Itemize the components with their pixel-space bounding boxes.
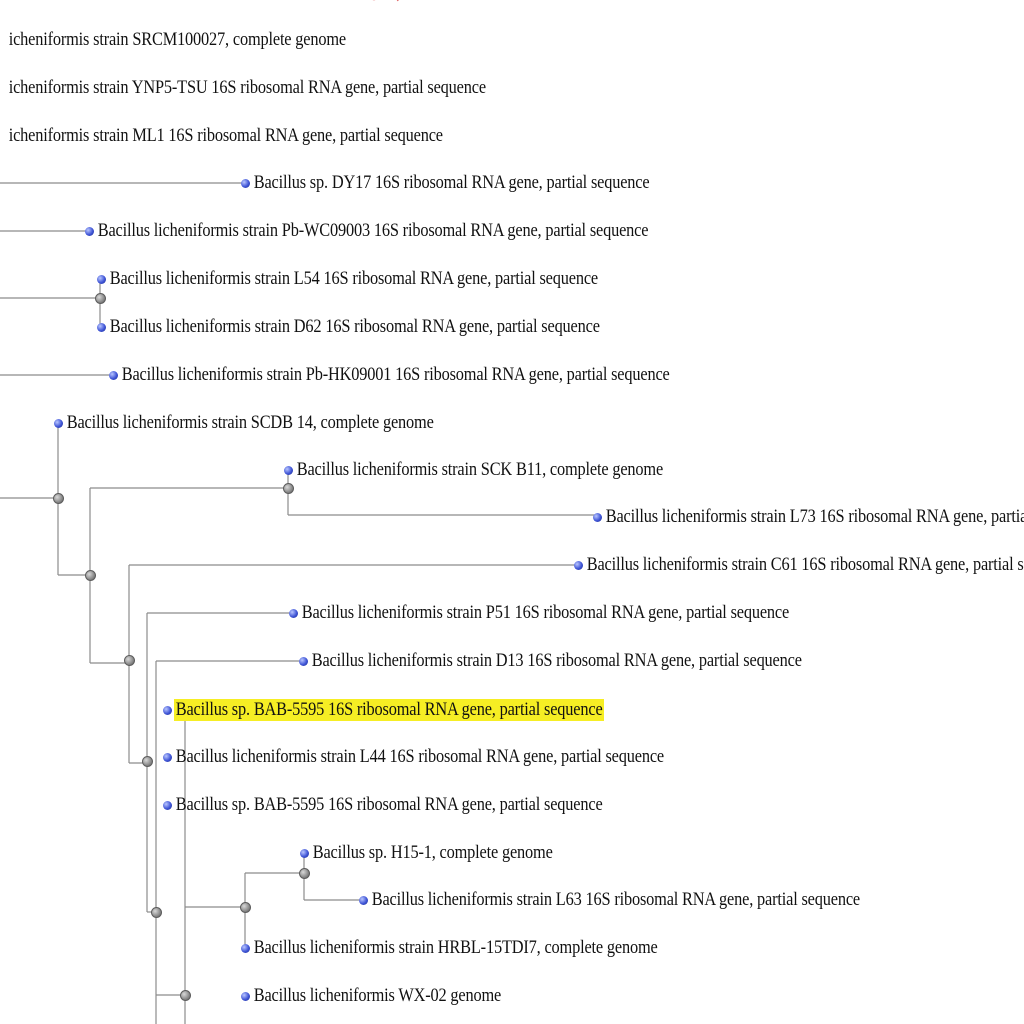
leaf-label[interactable]: Bacillus licheniformis strain L63 16S ri… (371, 889, 860, 910)
leaf-label[interactable]: Bacillus licheniformis strain L44 16S ri… (175, 746, 664, 767)
tree-node[interactable] (180, 990, 191, 1001)
tree-leaf[interactable]: Bacillus licheniformis strain Pb-HK09001… (109, 362, 761, 388)
leaf-node-icon[interactable] (163, 752, 172, 762)
leaf-node-icon[interactable] (241, 991, 250, 1001)
tree-leaf[interactable]: Bacillus sp. DY17 16S ribosomal RNA gene… (241, 170, 716, 196)
leaf-node-icon[interactable] (593, 512, 602, 522)
leaf-node-icon[interactable] (300, 848, 309, 858)
leaf-label[interactable]: Bacillus licheniformis strain L73 16S ri… (605, 506, 1024, 527)
leaf-label[interactable]: Bacillus licheniformis WX-02 genome (253, 985, 502, 1006)
tree-leaf[interactable]: Bacillus licheniformis strain D62 16S ri… (97, 314, 682, 340)
tree-leaf[interactable]: Bacillus licheniformis strain L63 16S ri… (359, 887, 942, 913)
leaf-label[interactable]: icheniformis strain YNP5-TSU 16S ribosom… (8, 77, 486, 98)
leaf-node-icon[interactable] (359, 895, 368, 905)
leaf-node-icon[interactable] (163, 705, 172, 715)
leaf-label[interactable]: Bacillus licheniformis strain C61 16S ri… (586, 554, 1024, 575)
leaf-node-icon[interactable] (284, 465, 293, 475)
cut-off-label-fragment (372, 0, 399, 2)
tree-node[interactable] (299, 868, 310, 879)
tree-leaf[interactable]: Bacillus licheniformis strain L44 16S ri… (163, 744, 746, 770)
leaf-label[interactable]: Bacillus licheniformis strain D62 16S ri… (109, 316, 600, 337)
leaf-label[interactable]: Bacillus licheniformis strain SCK B11, c… (296, 459, 664, 480)
leaf-label[interactable]: Bacillus licheniformis strain HRBL-15TDI… (253, 937, 658, 958)
leaf-label[interactable]: icheniformis strain SRCM100027, complete… (8, 29, 347, 50)
leaf-label[interactable]: Bacillus licheniformis strain Pb-WC09003… (97, 220, 649, 241)
tree-node[interactable] (283, 483, 294, 494)
tree-leaf[interactable]: icheniformis strain ML1 16S ribosomal RN… (0, 123, 516, 149)
leaf-node-icon[interactable] (574, 560, 583, 570)
tree-leaf[interactable]: Bacillus licheniformis strain Pb-WC09003… (85, 218, 740, 244)
tree-leaf[interactable]: Bacillus licheniformis strain SCK B11, c… (284, 457, 725, 483)
leaf-label[interactable]: Bacillus sp. DY17 16S ribosomal RNA gene… (253, 172, 650, 193)
tree-leaf[interactable]: Bacillus licheniformis strain L54 16S ri… (97, 266, 680, 292)
leaf-node-icon[interactable] (85, 226, 94, 236)
tree-leaf[interactable]: Bacillus licheniformis strain D13 16S ri… (299, 648, 884, 674)
leaf-label[interactable]: Bacillus sp. H15-1, complete genome (312, 842, 553, 863)
tree-leaf[interactable]: Bacillus licheniformis strain C61 16S ri… (574, 552, 1024, 578)
leaf-label[interactable]: Bacillus licheniformis strain SCDB 14, c… (66, 412, 434, 433)
leaf-label[interactable]: Bacillus sp. BAB-5595 16S ribosomal RNA … (174, 699, 605, 721)
tree-node[interactable] (151, 907, 162, 918)
leaf-label[interactable]: Bacillus licheniformis strain P51 16S ri… (301, 602, 790, 623)
leaf-node-icon[interactable] (97, 274, 106, 284)
leaf-node-icon[interactable] (241, 943, 250, 953)
leaf-label[interactable]: Bacillus licheniformis strain L54 16S ri… (109, 268, 598, 289)
tree-node[interactable] (240, 902, 251, 913)
leaf-node-icon[interactable] (109, 370, 118, 380)
tree-node[interactable] (53, 493, 64, 504)
tree-node[interactable] (124, 655, 135, 666)
tree-leaf[interactable]: Bacillus sp. H15-1, complete genome (300, 840, 594, 866)
leaf-label[interactable]: Bacillus licheniformis strain Pb-HK09001… (121, 364, 670, 385)
tree-node[interactable] (142, 756, 153, 767)
tree-node[interactable] (85, 570, 96, 581)
tree-node[interactable] (95, 293, 106, 304)
leaf-node-icon[interactable] (241, 178, 250, 188)
leaf-label[interactable]: Bacillus licheniformis strain D13 16S ri… (311, 650, 802, 671)
leaf-node-icon[interactable] (163, 800, 172, 810)
tree-leaf[interactable]: Bacillus licheniformis strain L73 16S ri… (593, 504, 1024, 530)
tree-leaf[interactable]: Bacillus licheniformis strain HRBL-15TDI… (241, 935, 726, 961)
tree-leaf-highlighted[interactable]: Bacillus sp. BAB-5595 16S ribosomal RNA … (163, 697, 674, 723)
tree-leaf[interactable]: Bacillus licheniformis WX-02 genome (241, 983, 544, 1009)
tree-leaf[interactable]: icheniformis strain YNP5-TSU 16S ribosom… (0, 75, 566, 101)
leaf-node-icon[interactable] (299, 656, 308, 666)
tree-leaf[interactable]: icheniformis strain SRCM100027, complete… (0, 27, 403, 53)
leaf-node-icon[interactable] (54, 418, 63, 428)
leaf-node-icon[interactable] (289, 608, 298, 618)
leaf-node-icon[interactable] (97, 322, 106, 332)
tree-leaf[interactable]: Bacillus licheniformis strain P51 16S ri… (289, 600, 871, 626)
leaf-label[interactable]: Bacillus sp. BAB-5595 16S ribosomal RNA … (175, 794, 603, 815)
tree-leaf[interactable]: Bacillus licheniformis strain SCDB 14, c… (54, 410, 496, 436)
leaf-label[interactable]: icheniformis strain ML1 16S ribosomal RN… (8, 125, 443, 146)
tree-leaf[interactable]: Bacillus sp. BAB-5595 16S ribosomal RNA … (163, 792, 674, 818)
